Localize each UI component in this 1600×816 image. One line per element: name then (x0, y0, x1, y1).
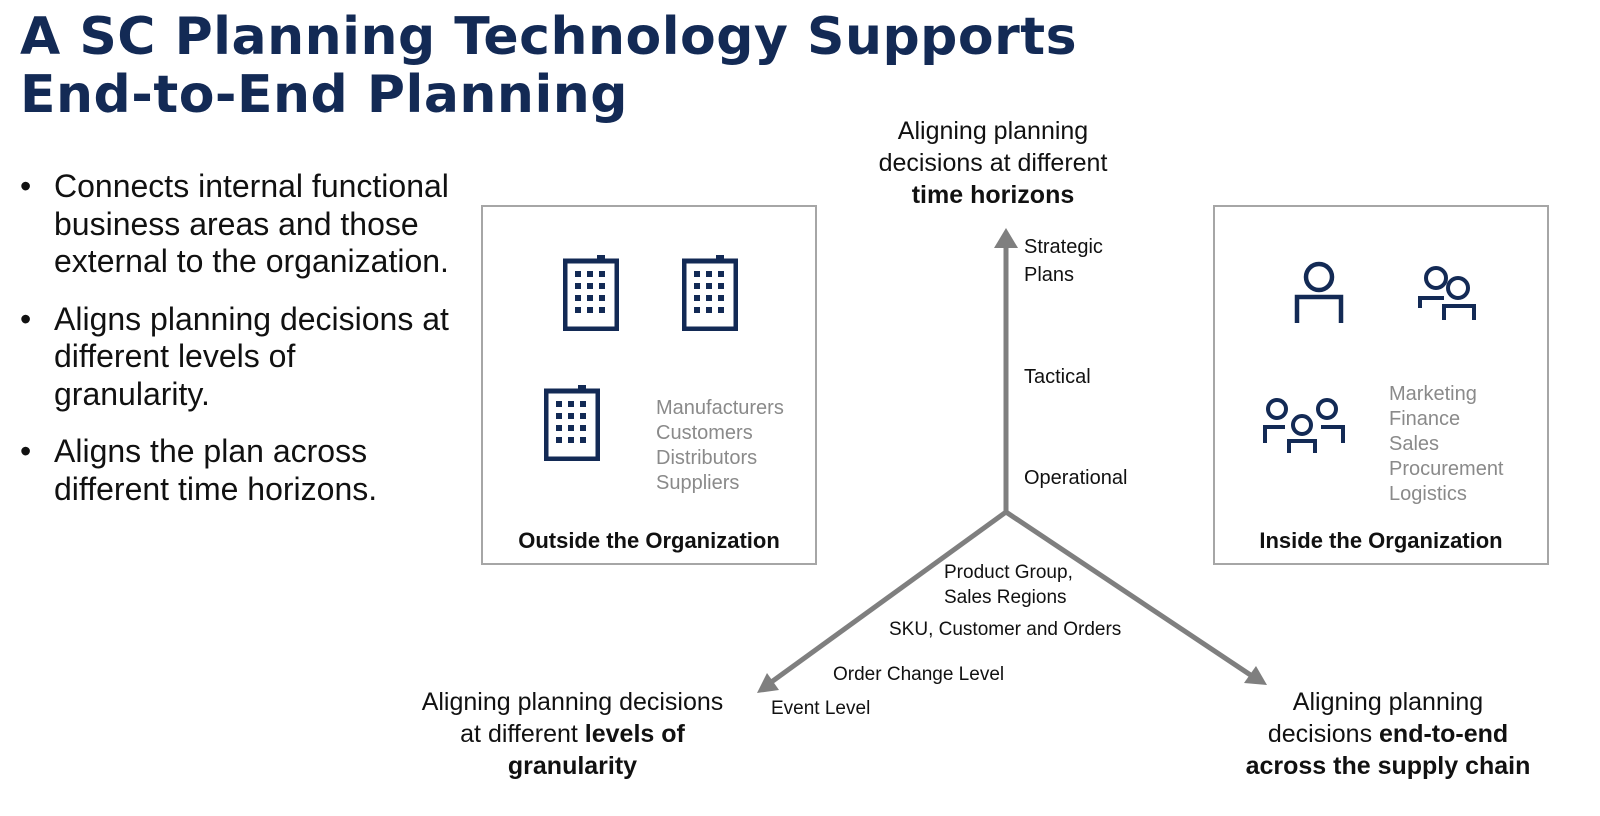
granularity-level-order-change: Order Change Level (833, 664, 1005, 685)
bullet-item: Aligns planning decisions at different l… (20, 301, 460, 414)
outside-box-label: Outside the Organization (518, 528, 780, 553)
granularity-title-pre2: at different (460, 720, 585, 748)
time-axis-title: Aligning planning decisions at different… (848, 115, 1138, 211)
entity-item: Customers (656, 422, 753, 444)
time-level-plans: Plans (1024, 264, 1075, 286)
outside-entity-list: Manufacturers Customers Distributors Sup… (656, 396, 784, 496)
entity-item: Sales (1389, 433, 1440, 455)
entity-item: Finance (1389, 408, 1461, 430)
granularity-axis-title: Aligning planning decisions at different… (400, 686, 745, 782)
slide-title-line2: End-to-End Planning (20, 65, 629, 125)
time-level-strategic: Strategic (1024, 236, 1103, 258)
entity-item: Logistics (1389, 483, 1467, 505)
inside-box-label: Inside the Organization (1259, 528, 1503, 553)
entity-item: Distributors (656, 447, 758, 469)
supply-chain-title-bold2: across the supply chain (1245, 752, 1531, 780)
slide-title: A SC Planning Technology Supports End-to… (20, 8, 1077, 124)
bullet-item: Connects internal functional business ar… (20, 168, 460, 281)
slide-title-line1: A SC Planning Technology Supports (20, 7, 1078, 67)
supply-chain-title-bold1: end-to-end (1379, 720, 1509, 748)
time-axis-arrowhead (994, 228, 1018, 248)
bullet-list: Connects internal functional business ar… (20, 168, 460, 528)
entity-item: Procurement (1389, 458, 1504, 480)
supply-chain-axis-title: Aligning planning decisions end-to-end a… (1218, 686, 1558, 782)
time-level-operational: Operational (1024, 467, 1128, 489)
group-icon (1263, 398, 1345, 453)
granularity-level-sales-regions: Sales Regions (944, 587, 1067, 608)
granularity-level-sku: SKU, Customer and Orders (889, 619, 1122, 640)
granularity-level-product-group: Product Group, (944, 562, 1073, 583)
supply-chain-title-line1: Aligning planning (1292, 688, 1484, 716)
two-people-icon (1418, 266, 1476, 320)
inside-organization-box: Marketing Finance Sales Procurement Logi… (1213, 205, 1549, 565)
building-icon (544, 385, 600, 461)
inside-entity-list: Marketing Finance Sales Procurement Logi… (1389, 382, 1504, 507)
granularity-level-event: Event Level (771, 698, 871, 719)
time-level-tactical: Tactical (1024, 366, 1091, 388)
outside-organization-box: Manufacturers Customers Distributors Sup… (481, 205, 817, 565)
building-icon (682, 255, 738, 331)
building-icon (563, 255, 619, 331)
bullet-item: Aligns the plan across different time ho… (20, 433, 460, 508)
supply-chain-title-pre2: decisions (1267, 720, 1380, 748)
supply-chain-axis-arrowhead (1244, 666, 1267, 685)
time-axis-title-line2: decisions at different (878, 149, 1108, 177)
granularity-axis (768, 509, 1008, 686)
granularity-title-line1: Aligning planning decisions (421, 688, 724, 716)
entity-item: Manufacturers (656, 397, 784, 419)
granularity-title-bold1: levels of (584, 720, 685, 748)
granularity-axis-arrowhead (757, 673, 779, 693)
person-icon (1294, 261, 1344, 323)
time-axis-title-bold: time horizons (911, 181, 1075, 209)
entity-item: Suppliers (656, 472, 740, 494)
entity-item: Marketing (1389, 383, 1477, 405)
granularity-title-bold2: granularity (507, 752, 638, 780)
supply-chain-axis (1004, 509, 1254, 679)
time-axis-title-line1: Aligning planning (897, 117, 1089, 145)
